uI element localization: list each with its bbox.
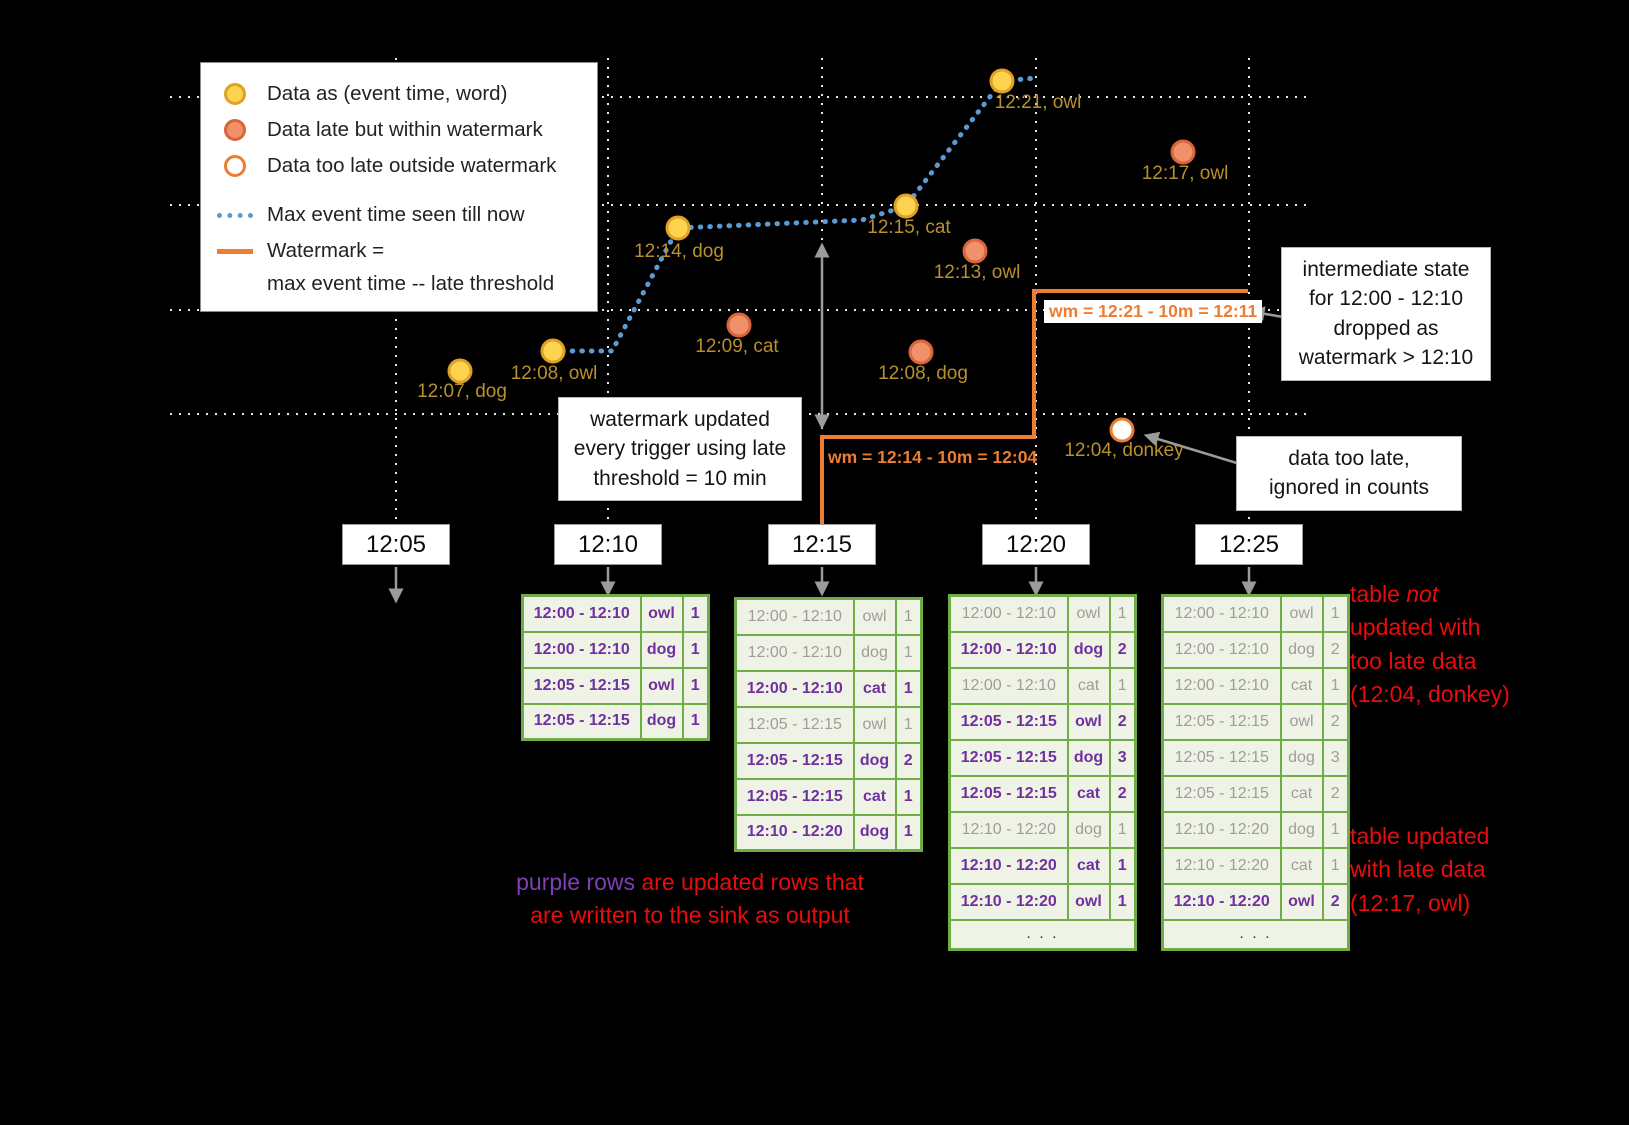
max-event-line-icon bbox=[217, 212, 253, 218]
legend-item-watermark: Watermark = bbox=[217, 233, 581, 269]
watermark-line-icon bbox=[217, 248, 253, 254]
trigger-label-1220: 12:20 bbox=[982, 524, 1090, 565]
toolate-dot-icon bbox=[224, 155, 246, 177]
legend-label: Watermark = bbox=[267, 239, 385, 262]
point-label: 12:14, dog bbox=[634, 241, 724, 262]
point-label: 12:04, donkey bbox=[1064, 440, 1184, 461]
point-label: 12:08, dog bbox=[878, 363, 968, 384]
trigger-label-1205: 12:05 bbox=[342, 524, 450, 565]
legend-label: Max event time seen till now bbox=[267, 203, 525, 226]
legend-item-watermark-cont: max event time -- late threshold bbox=[217, 269, 581, 299]
purple-rows-note: purple rows are updated rows that are wr… bbox=[455, 866, 925, 933]
point-label: 12:09, cat bbox=[695, 336, 779, 357]
point-label: 12:13, owl bbox=[934, 262, 1021, 283]
legend-label: max event time -- late threshold bbox=[267, 272, 555, 295]
late-point bbox=[962, 238, 988, 264]
point-label: 12:17, owl bbox=[1142, 163, 1229, 184]
legend-item-ontime: Data as (event time, word) bbox=[217, 76, 581, 112]
trigger-label-1225: 12:25 bbox=[1195, 524, 1303, 565]
table-updated-late-note: table updated with late data (12:17, owl… bbox=[1350, 823, 1490, 916]
point-label: 12:21, owl bbox=[995, 92, 1082, 113]
legend-label: Data as (event time, word) bbox=[267, 82, 508, 105]
ontime-point bbox=[989, 68, 1015, 94]
legend-item-toolate: Data too late outside watermark bbox=[217, 148, 581, 184]
purple-rows-note-lead: purple rows bbox=[516, 869, 635, 895]
legend: Data as (event time, word) Data late but… bbox=[200, 62, 598, 312]
intermediate-state-note: intermediate state for 12:00 - 12:10 dro… bbox=[1281, 247, 1491, 381]
too-late-arrow bbox=[1143, 431, 1241, 466]
ontime-dot-icon bbox=[224, 83, 246, 105]
ontime-point bbox=[540, 338, 566, 364]
point-label: 12:08, owl bbox=[511, 363, 598, 384]
trigger-label-1215: 12:15 bbox=[768, 524, 876, 565]
ontime-point bbox=[893, 193, 919, 219]
purple-rows-note-rest: are updated rows that are written to the… bbox=[530, 869, 864, 929]
table-ellipsis-row: . . . bbox=[949, 918, 1136, 950]
legend-label: Data too late outside watermark bbox=[267, 154, 557, 177]
legend-label: Data late but within watermark bbox=[267, 118, 543, 141]
ontime-point bbox=[447, 358, 473, 384]
watermark-updated-note: watermark updated every trigger using la… bbox=[558, 397, 802, 502]
point-label: 12:07, dog bbox=[417, 381, 507, 402]
data-too-late-note: data too late, ignored in counts bbox=[1236, 436, 1462, 511]
late-point bbox=[1170, 139, 1196, 165]
point-label: 12:15, cat bbox=[867, 217, 951, 238]
table-ellipsis-row: . . . bbox=[1162, 918, 1349, 950]
watermark-value-1: wm = 12:14 - 10m = 12:04 bbox=[828, 447, 1038, 467]
legend-item-late: Data late but within watermark bbox=[217, 112, 581, 148]
legend-item-max-event-line: Max event time seen till now bbox=[217, 197, 581, 233]
trigger-label-1210: 12:10 bbox=[554, 524, 662, 565]
ontime-point bbox=[665, 215, 691, 241]
late-point bbox=[908, 339, 934, 365]
late-point bbox=[726, 312, 752, 338]
watermark-line bbox=[820, 289, 1248, 524]
table-not-updated-note: table not updated with too late data (12… bbox=[1350, 581, 1510, 708]
watermark-value-2: wm = 12:21 - 10m = 12:11 bbox=[1044, 300, 1263, 323]
late-dot-icon bbox=[224, 119, 246, 141]
toolate-point bbox=[1109, 417, 1135, 443]
